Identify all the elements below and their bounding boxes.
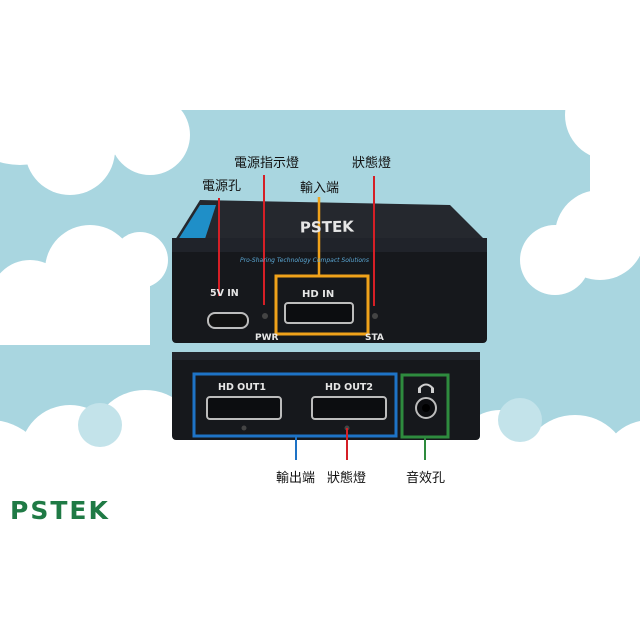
brand-logo-part2: TEK bbox=[50, 496, 110, 525]
headphone-icon bbox=[418, 383, 434, 393]
label-hd-in: HD IN bbox=[302, 289, 334, 300]
device-top-accent bbox=[178, 205, 216, 248]
cloud-top-left bbox=[0, 25, 190, 195]
device-top-lid bbox=[175, 200, 485, 240]
callout-audio-jack: 音效孔 bbox=[406, 471, 446, 486]
callout-output-port: 輸出端 bbox=[276, 471, 316, 486]
callout-power-indicator: 電源指示燈 bbox=[234, 156, 300, 171]
device-logo: PSTEK bbox=[300, 218, 356, 237]
device-top-face bbox=[172, 248, 487, 343]
label-5v-in: 5V IN bbox=[210, 288, 239, 299]
callout-status-light-top: 狀態燈 bbox=[352, 156, 392, 171]
label-hd-out2: HD OUT2 bbox=[325, 382, 373, 393]
device-top bbox=[172, 200, 487, 343]
hdmi-out2-port bbox=[311, 396, 387, 420]
cloud-right bbox=[520, 70, 640, 295]
label-sta: STA bbox=[365, 333, 384, 343]
brand-logo: PSTEK bbox=[10, 496, 110, 525]
callout-power-port: 電源孔 bbox=[202, 179, 242, 194]
device-tagline: Pro-Sharing Technology Compact Solutions bbox=[240, 257, 369, 264]
label-hd-out1: HD OUT1 bbox=[218, 382, 266, 393]
callout-input-port: 輸入端 bbox=[300, 181, 340, 196]
device-bottom bbox=[172, 352, 480, 440]
out1-led bbox=[241, 425, 247, 431]
cloud-left bbox=[0, 225, 168, 345]
brand-logo-part1: PS bbox=[10, 496, 51, 525]
input-highlight-box bbox=[274, 274, 370, 336]
hdmi-in-port bbox=[284, 302, 354, 324]
callout-status-light-bottom: 狀態燈 bbox=[327, 471, 367, 486]
pwr-led bbox=[262, 313, 268, 319]
usb-c-port bbox=[207, 312, 249, 329]
sta-led bbox=[372, 313, 378, 319]
label-pwr: PWR bbox=[255, 333, 279, 343]
hdmi-out1-port bbox=[206, 396, 282, 420]
cloud-ridge bbox=[78, 398, 542, 447]
